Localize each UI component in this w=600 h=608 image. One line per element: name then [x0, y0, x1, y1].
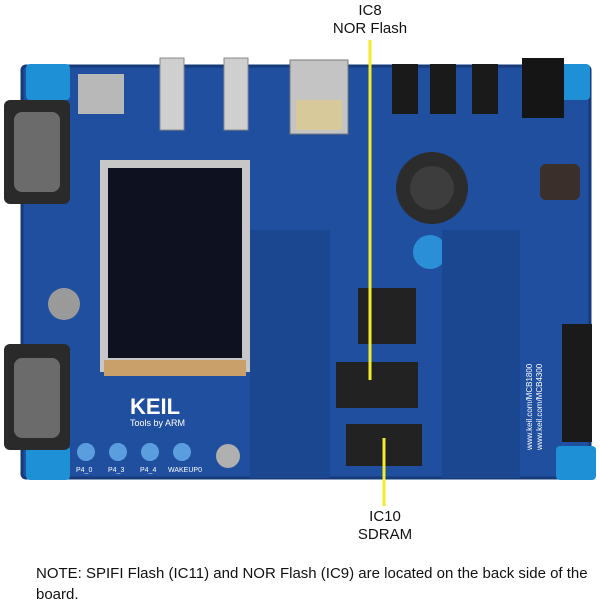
brand-sub: Tools by ARM: [130, 418, 185, 428]
bumper-bottom-left: [26, 446, 70, 480]
note-text: NOTE: SPIFI Flash (IC11) and NOR Flash (…: [36, 565, 588, 603]
sd-card-slot: [78, 74, 124, 114]
button-label-3: P4_4: [140, 467, 156, 474]
board-url: www.keil.com/MCB1800: [525, 363, 534, 451]
callout-ic8: IC8 NOR Flash: [310, 2, 430, 38]
potentiometer: [413, 235, 447, 269]
button-p4-3: [109, 443, 127, 461]
callout-ic8-desc: NOR Flash: [332, 20, 408, 37]
bumper-bottom-right: [556, 446, 596, 480]
button-wakeup0: [173, 443, 191, 461]
button-label-1: P4_0: [76, 467, 92, 474]
inductor: [540, 164, 580, 200]
usb-connector-1: [159, 57, 185, 131]
ic8-nor-flash: [358, 288, 416, 344]
callout-ic10: IC10 SDRAM: [325, 508, 445, 544]
button-p4-4: [141, 443, 159, 461]
header-area-left: [250, 230, 330, 478]
button-label-2: P4_3: [108, 467, 124, 474]
audio-jack-2: [430, 64, 456, 114]
callout-ic10-desc: SDRAM: [357, 526, 413, 543]
bumper-top-left: [26, 64, 70, 100]
ic-mcu: [336, 362, 418, 408]
usb-connector-2: [223, 57, 249, 131]
brand-logo: KEIL: [130, 394, 180, 419]
power-jack: [522, 58, 564, 118]
header-area-right: [442, 230, 520, 478]
joystick: [216, 444, 240, 468]
button-label-4: WAKEUP0: [168, 467, 202, 474]
button-p4-0: [77, 443, 95, 461]
audio-jack-3: [472, 64, 498, 114]
callout-ic10-label: IC10: [369, 508, 401, 525]
audio-jack-1: [392, 64, 418, 114]
lcd-screen: [108, 168, 242, 358]
callout-ic8-label: IC8: [358, 2, 382, 19]
board-url-2: www.keil.com/MCB4300: [535, 363, 544, 451]
coin-cell: [48, 288, 80, 320]
jtag-header: [562, 324, 592, 442]
